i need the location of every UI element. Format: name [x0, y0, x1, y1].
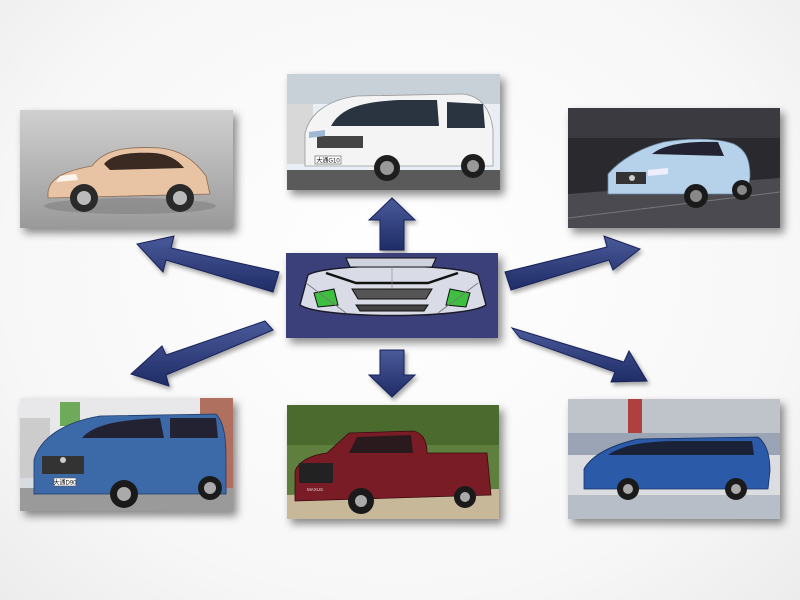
- arrow-lower-right: [510, 327, 648, 383]
- arrow-upper-right: [504, 235, 642, 291]
- compact-ev-photo: [20, 110, 233, 228]
- arrow-down: [367, 349, 417, 398]
- compact-ev-drawing: [20, 110, 233, 228]
- suv-ev-photo: [568, 108, 780, 228]
- suv-photo: 大通D90: [20, 398, 233, 511]
- mpv-van-photo: 大通G10: [287, 74, 500, 190]
- arrow-upper-left: [136, 235, 280, 293]
- pickup-truck-drawing: MAXUS: [287, 405, 499, 519]
- bumper-cad-model: [286, 253, 498, 338]
- van-plate-text: 大通G10: [316, 157, 340, 165]
- bumper-cad-drawing: [286, 253, 498, 338]
- suv-plate-text: 大通D90: [53, 479, 77, 487]
- mpv-blue-photo: [568, 399, 780, 519]
- arrow-up: [367, 197, 417, 251]
- suv-drawing: 大通D90: [20, 398, 233, 511]
- mpv-blue-drawing: [568, 399, 780, 519]
- suv-ev-drawing: [568, 108, 780, 228]
- mpv-van-drawing: 大通G10: [287, 74, 500, 190]
- arrow-lower-left: [130, 320, 274, 387]
- truck-badge-text: MAXUS: [307, 487, 323, 492]
- pickup-truck-photo: MAXUS: [287, 405, 499, 519]
